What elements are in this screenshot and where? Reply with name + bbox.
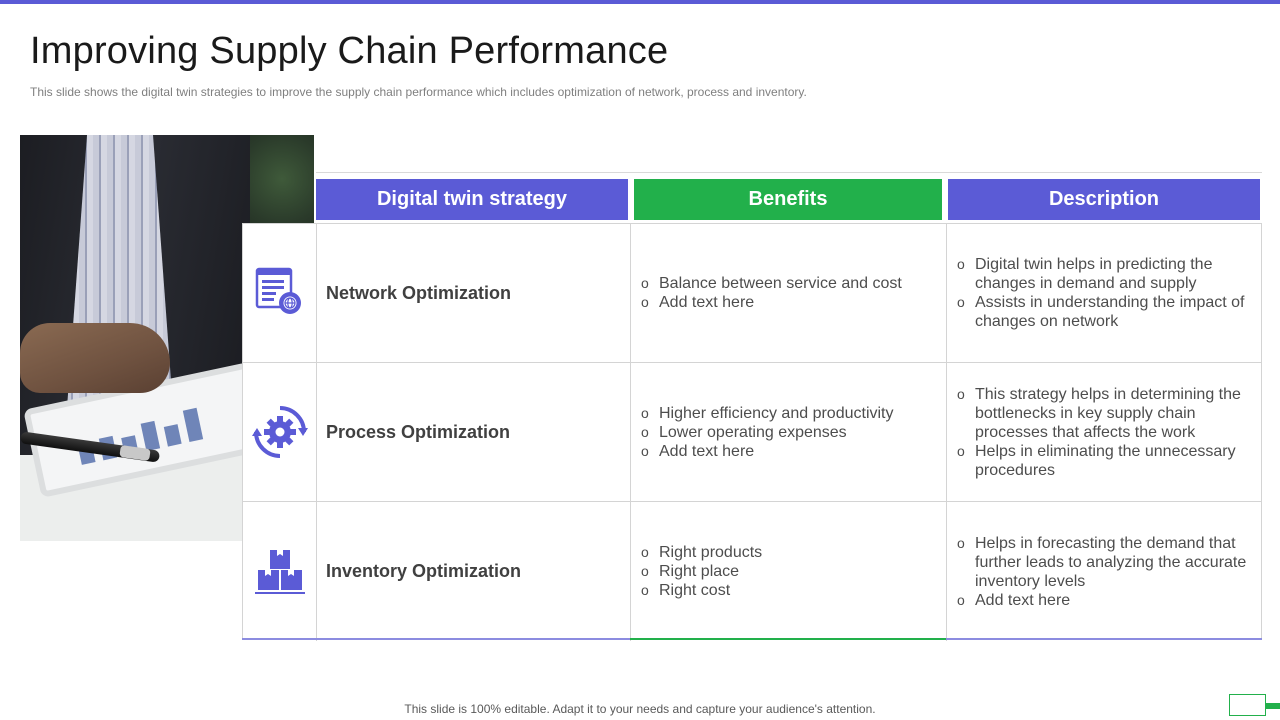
slide-title: Improving Supply Chain Performance (30, 30, 669, 72)
benefits-list: Balance between service and cost Add tex… (641, 274, 902, 312)
header-description: Description (948, 179, 1260, 220)
list-item: Assists in understanding the impact of c… (957, 293, 1261, 331)
description-list: Helps in forecasting the demand that fur… (957, 534, 1261, 610)
top-accent-bar (0, 0, 1280, 4)
table-row: Process Optimization Higher efficiency a… (243, 363, 1261, 502)
corner-decoration (1229, 694, 1266, 716)
description-list: This strategy helps in determining the b… (957, 385, 1261, 480)
list-item: Balance between service and cost (641, 274, 902, 293)
header-benefits: Benefits (634, 179, 942, 220)
strategy-name: Inventory Optimization (317, 502, 631, 641)
list-item: Right cost (641, 581, 762, 600)
list-item: Right place (641, 562, 762, 581)
table-row: Network Optimization Balance between ser… (243, 224, 1261, 363)
table-top-rule (316, 172, 1262, 173)
table-row: Inventory Optimization Right products Ri… (243, 502, 1261, 641)
strategy-name: Process Optimization (317, 363, 631, 501)
footer-note: This slide is 100% editable. Adapt it to… (404, 702, 876, 716)
list-item: Lower operating expenses (641, 423, 894, 442)
description-list: Digital twin helps in predicting the cha… (957, 255, 1261, 331)
list-item: Digital twin helps in predicting the cha… (957, 255, 1261, 293)
business-photo (20, 135, 314, 541)
slide-subtitle: This slide shows the digital twin strate… (30, 85, 807, 99)
list-item: Add text here (641, 442, 894, 461)
strategy-table: Network Optimization Balance between ser… (242, 223, 1262, 641)
network-settings-icon (255, 267, 301, 314)
list-item: This strategy helps in determining the b… (957, 385, 1261, 442)
list-item: Helps in forecasting the demand that fur… (957, 534, 1261, 591)
table-bottom-rule-accent (630, 638, 946, 640)
inventory-boxes-icon (254, 549, 305, 594)
list-item: Right products (641, 543, 762, 562)
benefits-list: Higher efficiency and productivity Lower… (641, 404, 894, 461)
list-item: Add text here (957, 591, 1261, 610)
list-item: Add text here (641, 293, 902, 312)
process-gear-icon (251, 406, 308, 458)
corner-decoration-tab (1266, 703, 1280, 709)
benefits-list: Right products Right place Right cost (641, 543, 762, 600)
strategy-name: Network Optimization (317, 224, 631, 362)
header-strategy: Digital twin strategy (316, 179, 628, 220)
list-item: Helps in eliminating the unnecessary pro… (957, 442, 1261, 480)
list-item: Higher efficiency and productivity (641, 404, 894, 423)
